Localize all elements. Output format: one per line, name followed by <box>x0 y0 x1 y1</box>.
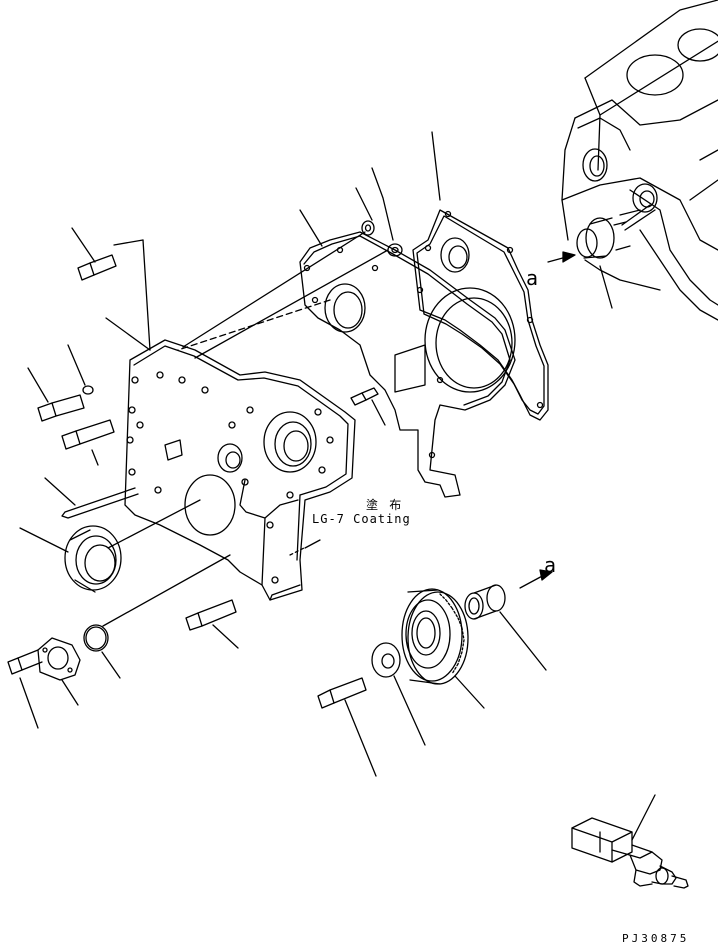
oil-seal <box>64 525 122 593</box>
bolt-top <box>77 254 117 281</box>
leader-bolt-lower-mid <box>212 624 239 649</box>
coating-label-en: LG-7 Coating <box>312 512 411 526</box>
leader-bolt-gear <box>344 699 377 777</box>
leader-bushing <box>499 611 547 671</box>
service-tool <box>571 817 689 889</box>
engine-block <box>561 0 718 321</box>
leader-plate <box>299 209 323 247</box>
coating-label-jp: 塗 布 <box>366 498 404 512</box>
block-pump-housing <box>576 204 656 259</box>
leader-gear <box>454 675 485 709</box>
leader-cover-top <box>142 239 151 351</box>
ref-label-a-bottom: a <box>544 553 557 577</box>
leader-cover <box>105 317 151 351</box>
bolt-gear <box>317 677 367 709</box>
timing-gear <box>401 588 469 685</box>
assy-line-oring <box>102 554 231 627</box>
leader-bolt-top-link <box>113 239 144 246</box>
leader-bolt-left-1 <box>27 367 49 403</box>
coating-marker <box>289 539 321 556</box>
washer-left <box>82 385 94 395</box>
bolt-left-2 <box>61 419 115 450</box>
thrust-plate <box>371 642 401 678</box>
leader-tool <box>631 794 656 841</box>
leader-bolt-top <box>71 227 96 263</box>
leader-pump <box>599 265 613 309</box>
bolt-lower-mid <box>185 599 237 631</box>
bolt-mid <box>350 387 379 406</box>
leader-bolt-bl <box>19 677 39 729</box>
bushing <box>464 584 506 620</box>
flange <box>37 637 81 681</box>
front-plate <box>299 231 516 498</box>
leader-gasket <box>431 131 441 201</box>
leader-nuts <box>355 167 394 241</box>
dowel-line-2 <box>194 249 389 359</box>
hidden-line <box>177 299 331 351</box>
front-cover <box>124 339 356 601</box>
leader-pin <box>44 477 76 506</box>
pin <box>61 487 139 519</box>
drawing-number: PJ30875 <box>622 932 690 945</box>
leader-bolt-left-2 <box>91 449 99 466</box>
assy-line-seal <box>107 499 201 549</box>
bolt-left-1 <box>37 394 85 422</box>
leader-flange <box>61 679 79 706</box>
leader-bolt-mid <box>371 399 386 426</box>
front-gasket <box>412 209 549 421</box>
ref-label-a-top: a <box>526 266 539 290</box>
leader-washer <box>67 344 86 386</box>
o-ring <box>83 624 109 652</box>
dowel-line-1 <box>182 231 366 348</box>
bolt-bottom-left <box>7 649 43 675</box>
leader-thrust-plate <box>393 675 426 746</box>
small-nuts <box>361 220 403 257</box>
leader-o-ring <box>101 651 121 679</box>
leader-oil-seal <box>19 527 69 553</box>
